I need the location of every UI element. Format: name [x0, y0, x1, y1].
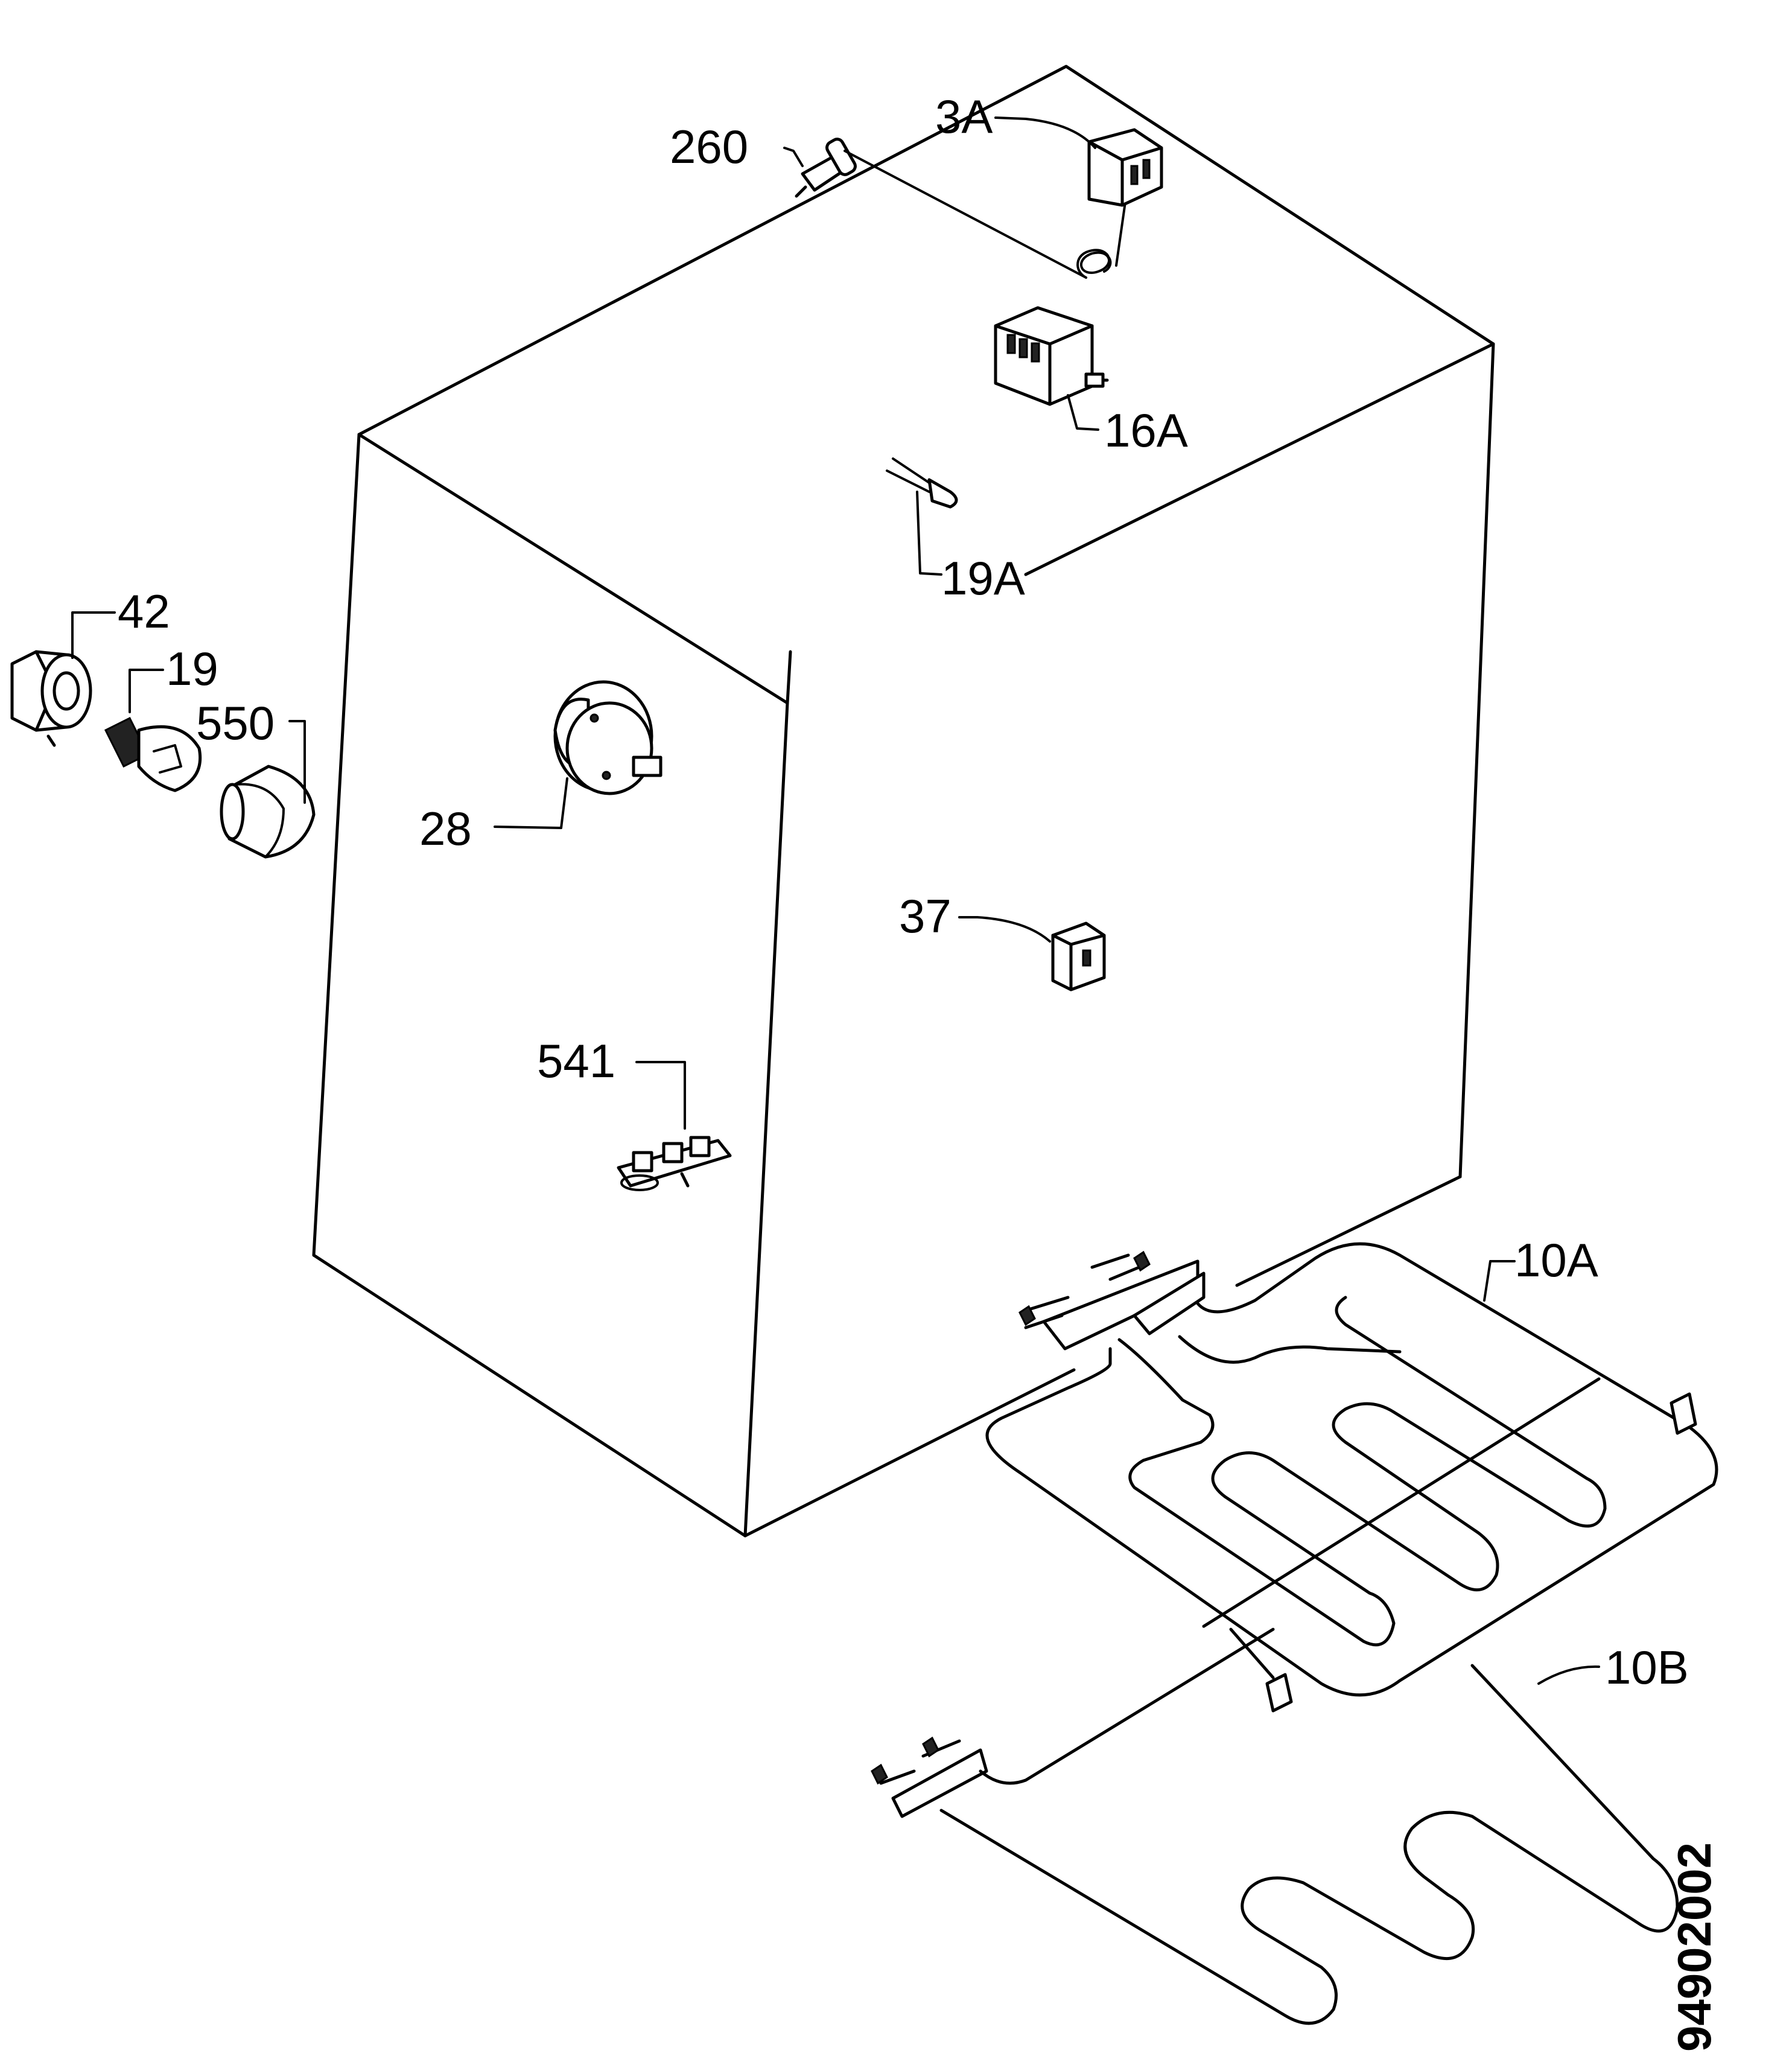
leader-19A	[916, 491, 942, 576]
leader-10A	[1483, 1260, 1516, 1302]
label-541: 541	[537, 1034, 615, 1087]
part-37-terminal-block	[1051, 921, 1106, 991]
part-19-lamp	[104, 716, 202, 792]
label-16A: 16A	[1104, 404, 1188, 457]
leader-19	[129, 669, 164, 713]
part-3A-thermostat	[1087, 128, 1163, 207]
leader-3A	[994, 116, 1096, 149]
part-28-rotary-switch	[553, 680, 662, 795]
part-541-terminal-strip	[617, 1136, 732, 1191]
label-10A: 10A	[1514, 1233, 1598, 1287]
leader-42	[71, 611, 116, 659]
label-260: 260	[670, 120, 748, 173]
label-550: 550	[196, 696, 275, 749]
label-19: 19	[166, 642, 218, 695]
part-10B-bottom-element	[871, 1628, 1679, 2025]
part-550-lamp-cover	[220, 765, 316, 859]
label-19A: 19A	[941, 552, 1025, 605]
label-3A: 3A	[935, 90, 993, 143]
leader-260	[783, 147, 804, 167]
document-code: 94902002	[1668, 1842, 1721, 2052]
label-37: 37	[899, 889, 952, 943]
part-19A-indicator-lamp	[886, 457, 958, 509]
part-260-sensor	[795, 138, 1130, 279]
leader-10B	[1537, 1665, 1600, 1685]
label-42: 42	[118, 585, 170, 638]
leader-28	[494, 777, 568, 829]
oven-cabinet	[312, 65, 1495, 1538]
leader-37	[958, 916, 1051, 943]
leader-16A	[1067, 394, 1099, 431]
label-28: 28	[419, 802, 472, 855]
leader-550	[288, 720, 306, 804]
part-16A-selector-switch	[994, 306, 1109, 406]
part-42-lamp-holder	[10, 650, 92, 747]
leader-541	[635, 1061, 686, 1130]
part-10A-grill-element	[985, 1242, 1718, 1697]
label-10B: 10B	[1605, 1641, 1689, 1694]
